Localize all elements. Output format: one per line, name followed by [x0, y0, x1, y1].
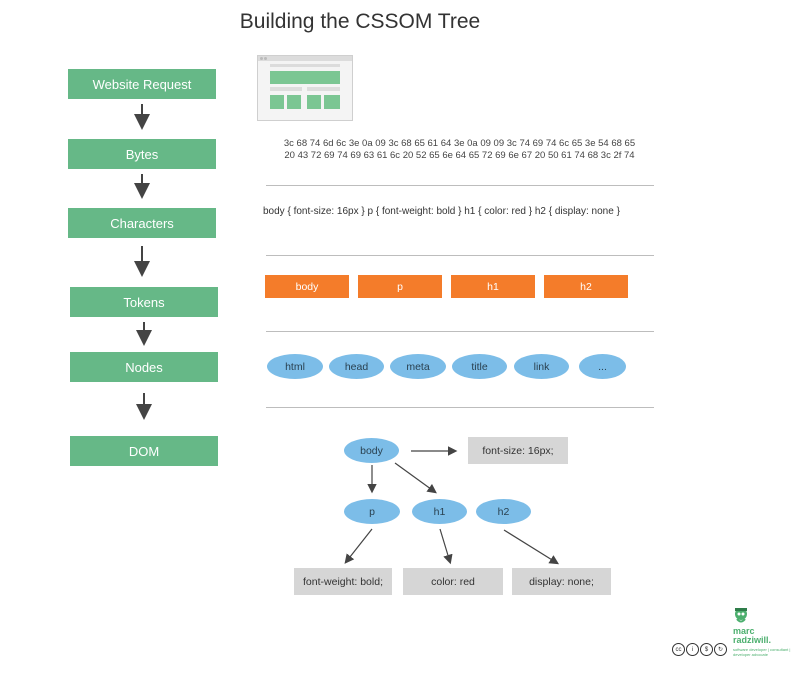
- prop-color: color: red: [403, 568, 503, 595]
- step-nodes: Nodes: [70, 352, 218, 382]
- bytes-text: 3c 68 74 6d 6c 3e 0a 09 3c 68 65 61 64 3…: [262, 138, 657, 162]
- brand-name: marc radziwill.: [733, 626, 772, 645]
- node-html: html: [267, 354, 323, 379]
- tree-node-body: body: [344, 438, 399, 463]
- arrow-h2-to-display: [503, 529, 560, 565]
- arrow-body-to-h1: [394, 462, 437, 494]
- token-h1: h1: [451, 275, 535, 298]
- sa-icon: ↻: [714, 643, 727, 656]
- tree-node-h1: h1: [412, 499, 467, 524]
- step-website-request: Website Request: [68, 69, 216, 99]
- bytes-line-2: 20 43 72 69 74 69 63 61 6c 20 52 65 6e 6…: [284, 150, 635, 161]
- page-title: Building the CSSOM Tree: [239, 10, 481, 33]
- bytes-line-1: 3c 68 74 6d 6c 3e 0a 09 3c 68 65 61 64 3…: [283, 138, 636, 149]
- separator-2: [266, 255, 654, 256]
- characters-text: body { font-size: 16px } p { font-weight…: [263, 206, 620, 217]
- separator-4: [266, 407, 654, 408]
- arrow-h1-to-color: [439, 528, 453, 565]
- node-ellipsis: ...: [579, 354, 626, 379]
- node-title: title: [452, 354, 507, 379]
- prop-font-size: font-size: 16px;: [468, 437, 568, 464]
- separator-1: [266, 185, 654, 186]
- step-bytes: Bytes: [68, 139, 216, 169]
- node-link: link: [514, 354, 569, 379]
- cc-icon: cc: [672, 643, 685, 656]
- token-p: p: [358, 275, 442, 298]
- nc-icon: $: [700, 643, 713, 656]
- by-icon: i: [686, 643, 699, 656]
- tree-node-h2: h2: [476, 499, 531, 524]
- node-meta: meta: [390, 354, 446, 379]
- token-h2: h2: [544, 275, 628, 298]
- prop-font-weight: font-weight: bold;: [294, 568, 392, 595]
- prop-display: display: none;: [512, 568, 611, 595]
- avatar-logo-icon: [735, 608, 747, 623]
- brand-tagline: software developer | consultant | develo…: [733, 647, 791, 657]
- tree-node-p: p: [344, 499, 400, 524]
- step-tokens: Tokens: [70, 287, 218, 317]
- token-body: body: [265, 275, 349, 298]
- website-thumbnail-icon: [257, 55, 353, 121]
- step-dom: DOM: [70, 436, 218, 466]
- separator-3: [266, 331, 654, 332]
- step-characters: Characters: [68, 208, 216, 238]
- node-head: head: [329, 354, 384, 379]
- arrow-p-to-font-weight: [344, 528, 373, 564]
